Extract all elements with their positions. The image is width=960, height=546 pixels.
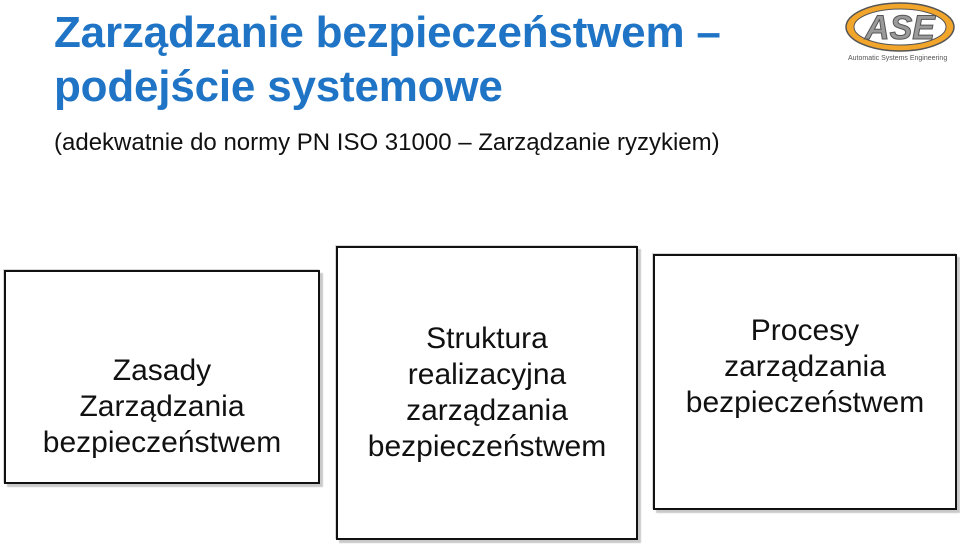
box-processes: Procesy zarządzania bezpieczeństwem (653, 254, 957, 510)
box-structure-text: Struktura realizacyjna zarządzania bezpi… (367, 322, 607, 463)
box-principles: Zasady Zarządzania bezpieczeństwem (4, 270, 320, 484)
slide-title-line2: podejście systemowe (54, 62, 503, 111)
logo-caption: Automatic Systems Engineering (848, 55, 948, 62)
logo-inner (853, 8, 947, 46)
slide-subtitle: (adekwatnie do normy PN ISO 31000 – Zarz… (54, 129, 720, 156)
slide-title-line1: Zarządzanie bezpieczeństwem – (54, 8, 721, 57)
box-processes-text: Procesy zarządzania bezpieczeństwem (685, 314, 925, 419)
box-structure: Struktura realizacyjna zarządzania bezpi… (336, 246, 638, 540)
ase-logo: ASE (845, 2, 955, 52)
box-principles-text: Zasady Zarządzania bezpieczeństwem (42, 354, 282, 459)
slide-title: Zarządzanie bezpieczeństwem – podejście … (54, 6, 721, 114)
logo-letters: ASE (864, 9, 936, 47)
